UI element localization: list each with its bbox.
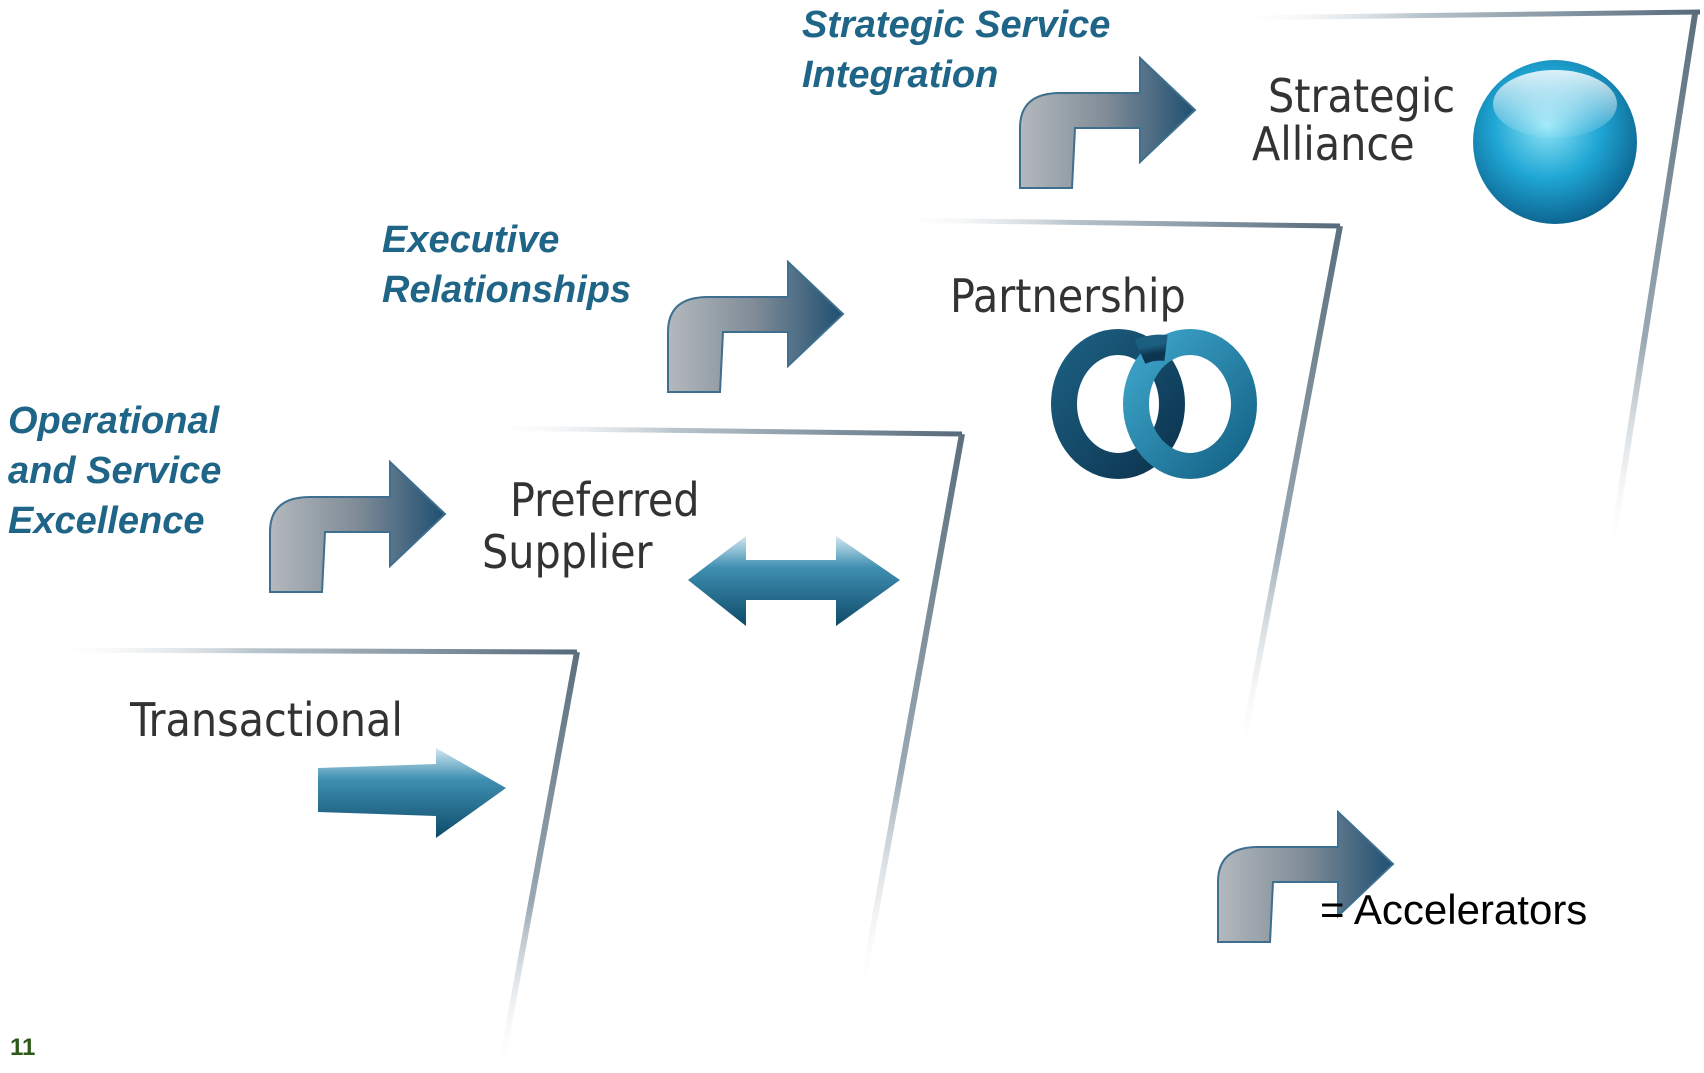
accelerator-label-executive: Executive Relationships [382,215,631,315]
accelerator-label-line: Strategic Service [802,4,1111,46]
accelerator-label-strategic-service: Strategic Service Integration [802,0,1110,100]
legend-label: = Accelerators [1320,886,1588,933]
page-number: 11 [10,1034,36,1061]
step-panel-partnership [889,217,1343,761]
interlocked-rings-icon [1051,329,1257,479]
legend-curved-arrow-icon [1217,809,1395,943]
stage-label-transactional: Transactional [130,693,403,747]
curved-arrow-icon [269,459,447,593]
double-arrow-icon [688,536,900,626]
accelerator-label-line: and Service [8,450,222,492]
accelerator-label-line: Excellence [8,500,205,542]
stage-label-partnership: Partnership [950,269,1186,323]
step-panel-transactional [39,647,580,1073]
step-panel-preferred-supplier [479,425,965,1001]
curved-arrow-icon [667,259,845,393]
right-arrow-icon [318,748,506,838]
accelerator-label-operational: Operational and Service Excellence [8,396,221,546]
accelerator-label-line: Relationships [382,269,632,311]
stage-label-preferred-line2: Supplier [482,525,653,579]
stage-label-preferred-line1: Preferred [510,473,700,527]
step-panel-strategic-alliance [1229,9,1701,561]
stage-label-strategic-line2: Alliance [1252,117,1415,171]
accelerator-label-line: Executive [382,219,560,261]
stage-label-strategic-line1: Strategic [1268,69,1456,123]
accelerator-label-line: Integration [802,54,999,96]
curved-arrow-icon [1019,55,1197,189]
sphere-icon [1473,60,1637,224]
accelerator-label-line: Operational [8,400,220,442]
